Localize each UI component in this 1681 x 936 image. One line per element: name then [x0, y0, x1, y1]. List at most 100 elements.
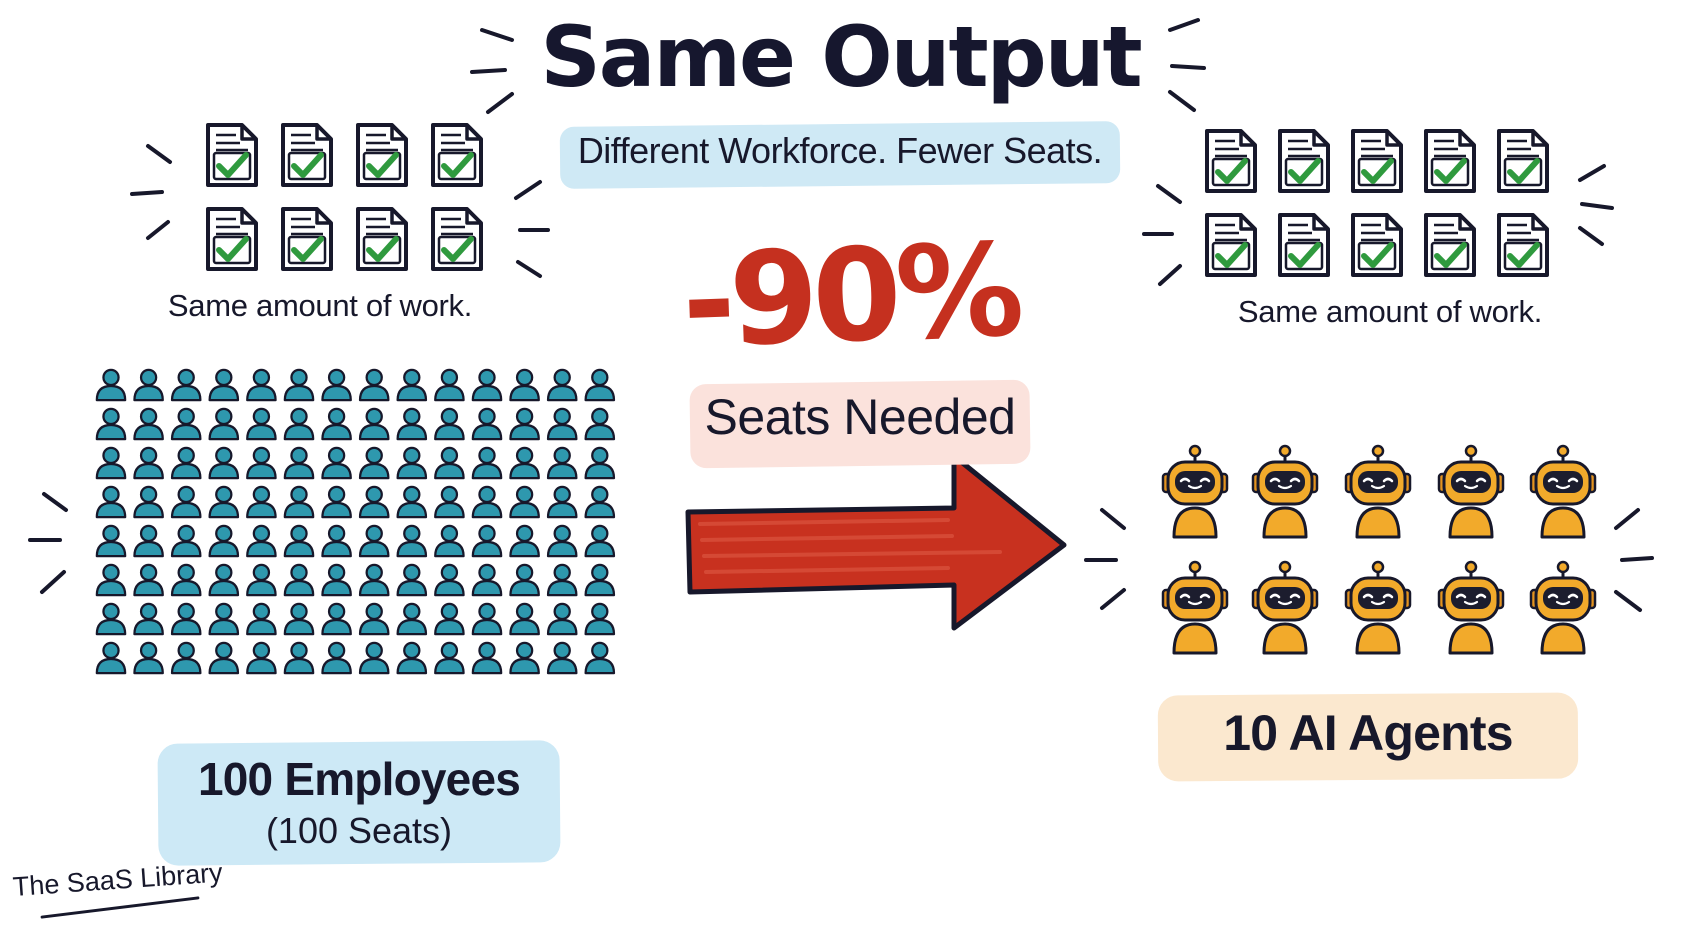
- checked-document-icon: [1207, 215, 1255, 275]
- person-icon: [95, 368, 127, 402]
- person-icon: [246, 485, 277, 519]
- person-icon: [509, 446, 540, 480]
- person-icon: [170, 446, 202, 480]
- employees-seats-label: (100 Seats): [265, 810, 453, 851]
- robot-icon: [1161, 560, 1229, 655]
- person-icon: [95, 485, 127, 519]
- person-icon: [246, 602, 277, 636]
- person-icon: [170, 407, 202, 441]
- person-icon: [283, 485, 315, 519]
- person-icon: [471, 602, 503, 636]
- person-icon: [208, 446, 240, 480]
- person-icon: [471, 368, 503, 402]
- person-icon: [246, 407, 277, 441]
- person-icon: [584, 602, 616, 636]
- checked-document-icon: [283, 125, 331, 185]
- right-arrow-icon: [685, 453, 1067, 631]
- checked-document-icon: [1280, 215, 1328, 275]
- checked-document-icon: [1207, 131, 1255, 191]
- person-icon: [133, 641, 164, 675]
- robot-icon: [1344, 444, 1412, 539]
- robot-icon: [1161, 444, 1229, 539]
- person-icon: [283, 563, 315, 597]
- checked-document-icon: [1499, 215, 1547, 275]
- person-icon: [471, 407, 503, 441]
- person-icon: [509, 368, 540, 402]
- person-icon: [246, 641, 277, 675]
- reduction-percent: -90%: [679, 216, 1021, 377]
- person-icon: [133, 407, 164, 441]
- person-icon: [208, 368, 240, 402]
- person-icon: [546, 641, 578, 675]
- person-icon: [95, 446, 127, 480]
- person-icon: [434, 524, 465, 558]
- person-icon: [358, 368, 390, 402]
- person-icon: [170, 368, 202, 402]
- person-icon: [358, 563, 390, 597]
- person-icon: [471, 641, 503, 675]
- person-icon: [396, 407, 428, 441]
- person-icon: [208, 524, 240, 558]
- person-icon: [509, 602, 540, 636]
- person-icon: [546, 407, 578, 441]
- person-icon: [396, 485, 428, 519]
- person-icon: [95, 563, 127, 597]
- person-icon: [434, 407, 465, 441]
- person-icon: [321, 446, 352, 480]
- left-work-label: Same amount of work.: [167, 288, 473, 323]
- person-icon: [584, 485, 616, 519]
- person-icon: [396, 368, 428, 402]
- checked-document-icon: [208, 209, 256, 269]
- person-icon: [546, 485, 578, 519]
- right-work-label: Same amount of work.: [1237, 294, 1543, 329]
- person-icon: [321, 524, 352, 558]
- person-icon: [133, 368, 164, 402]
- person-icon: [396, 524, 428, 558]
- checked-document-icon: [1353, 131, 1401, 191]
- robot-icon: [1344, 560, 1412, 655]
- person-icon: [208, 641, 240, 675]
- person-icon: [546, 524, 578, 558]
- checked-document-icon: [208, 125, 256, 185]
- person-icon: [133, 563, 164, 597]
- person-icon: [246, 563, 277, 597]
- person-icon: [509, 563, 540, 597]
- person-icon: [434, 641, 465, 675]
- person-icon: [434, 485, 465, 519]
- person-icon: [246, 524, 277, 558]
- person-icon: [321, 407, 352, 441]
- person-icon: [584, 563, 616, 597]
- employee-grid: [95, 368, 616, 675]
- checked-document-icon: [1426, 215, 1474, 275]
- person-icon: [283, 524, 315, 558]
- person-icon: [358, 602, 390, 636]
- person-icon: [321, 563, 352, 597]
- robot-icon: [1529, 444, 1597, 539]
- person-icon: [283, 446, 315, 480]
- subtitle: Different Workforce. Fewer Seats.: [577, 130, 1103, 171]
- person-icon: [358, 641, 390, 675]
- person-icon: [170, 602, 202, 636]
- person-icon: [358, 407, 390, 441]
- person-icon: [471, 563, 503, 597]
- agents-label: 10 AI Agents: [1223, 705, 1513, 761]
- person-icon: [95, 524, 127, 558]
- employee-emphasis-marks: [28, 492, 68, 594]
- person-icon: [584, 524, 616, 558]
- person-icon: [95, 641, 127, 675]
- person-icon: [208, 563, 240, 597]
- ai-agents-grid: [1161, 444, 1597, 655]
- right-docs-emphasis-marks: [1142, 164, 1614, 286]
- person-icon: [358, 524, 390, 558]
- person-icon: [396, 641, 428, 675]
- person-icon: [321, 368, 352, 402]
- person-icon: [434, 563, 465, 597]
- person-icon: [133, 524, 164, 558]
- person-icon: [396, 563, 428, 597]
- person-icon: [283, 368, 315, 402]
- person-icon: [133, 446, 164, 480]
- person-icon: [208, 602, 240, 636]
- person-icon: [170, 641, 202, 675]
- checked-document-icon: [1426, 131, 1474, 191]
- person-icon: [434, 602, 465, 636]
